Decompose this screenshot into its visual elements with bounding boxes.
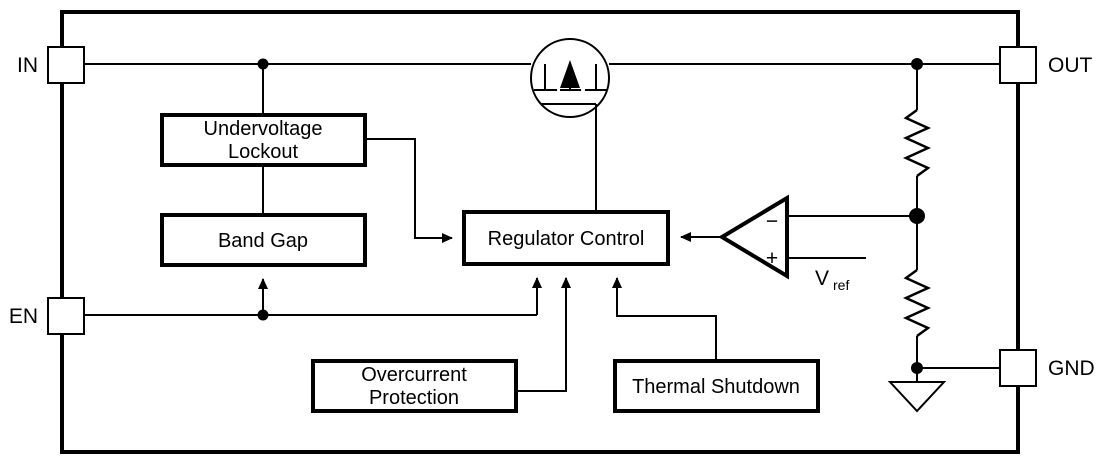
wire-uvlo-to-regctl (365, 138, 453, 243)
block-band-gap[interactable] (160, 213, 367, 267)
device-outline (60, 10, 1020, 454)
pin-pad-out (999, 46, 1037, 84)
block-label-uvlo-line1: Undervoltage (204, 118, 323, 140)
block-label-ocp-line2: Protection (369, 387, 459, 409)
junction-dot-in-tap (257, 58, 269, 70)
opamp-minus-input-label: − (766, 210, 778, 233)
block-label-uvlo-line2: Lockout (228, 141, 298, 163)
block-label-thermal-shutdown: Thermal Shutdown (632, 376, 800, 398)
pin-label-in: IN (17, 54, 38, 77)
opamp-triangle[interactable] (718, 194, 789, 280)
pin-label-out: OUT (1048, 54, 1093, 77)
wire-ocp-to-regctl (516, 277, 571, 392)
block-label-regulator-control: Regulator Control (488, 228, 645, 250)
opamp-plus-input-label: + (766, 247, 778, 270)
block-thermal-shutdown[interactable] (613, 359, 820, 413)
resistor-upper (902, 108, 932, 178)
vref-label: V (815, 267, 829, 290)
pin-pad-in (47, 46, 85, 84)
block-label-bandgap: Band Gap (218, 230, 308, 252)
wire-thermal-to-regctl (612, 277, 717, 361)
pin-pad-gnd (999, 349, 1037, 387)
pin-label-gnd: GND (1048, 357, 1095, 380)
block-label-ocp-line1: Overcurrent (361, 364, 467, 386)
resistor-lower (902, 268, 932, 338)
pin-pad-en (47, 297, 85, 335)
mosfet-body-arrow-icon (560, 60, 580, 88)
pin-label-en: EN (9, 305, 38, 328)
ground-icon (887, 381, 947, 413)
block-regulator-control[interactable] (462, 210, 670, 266)
vref-subscript: ref (833, 277, 849, 293)
block-overcurrent-protection[interactable] (311, 359, 518, 413)
block-undervoltage-lockout[interactable] (160, 113, 367, 167)
